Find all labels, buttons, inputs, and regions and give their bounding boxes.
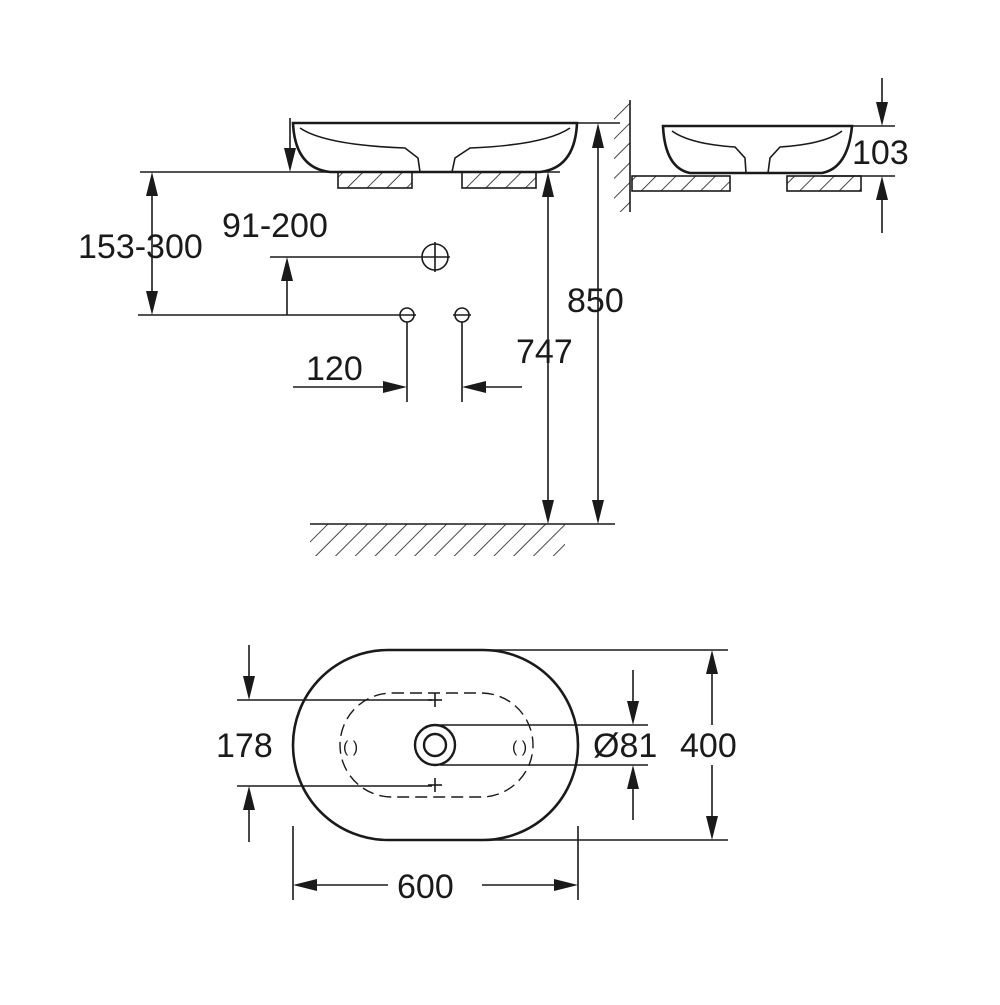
- fixing-mark-left: ( ): [343, 739, 358, 756]
- floor-hatch: [310, 524, 565, 556]
- top-view: ( ) ( ) 178 Ø81 400 600: [216, 645, 737, 906]
- dim-height-to-support: 747: [516, 333, 573, 371]
- basin-profile: [291, 121, 579, 174]
- dim-basin-height: 103: [852, 134, 909, 172]
- dim-basin-width: 600: [397, 868, 454, 906]
- dim-waste-diameter: Ø81: [593, 727, 657, 765]
- side-basin-profile: [661, 124, 854, 175]
- drain-inner: [422, 732, 448, 758]
- side-support-slab: [631, 175, 731, 192]
- dim-total-height: 850: [567, 282, 624, 320]
- supply-valve-right: [453, 307, 471, 323]
- dim-waste-hole-offset: 178: [216, 727, 273, 765]
- drain-outer: [413, 723, 457, 767]
- dim-basin-depth: 400: [680, 727, 737, 765]
- basin-inner-dashed: [339, 692, 534, 798]
- fixing-mark-right: ( ): [512, 739, 527, 756]
- support-bracket-right: [461, 171, 537, 189]
- waste-outlet-symbol: [420, 242, 450, 272]
- basin-inner-profile: [299, 127, 571, 173]
- dim-waste-spacing: 120: [306, 350, 363, 388]
- dim-waste-height-range: 91-200: [222, 207, 328, 245]
- basin-outline-top: [291, 648, 580, 842]
- wall-hatch: [614, 100, 630, 212]
- dim-wall-to-waste-range: 153-300: [78, 228, 203, 266]
- support-bracket-left: [337, 171, 413, 189]
- side-view: 103: [614, 78, 909, 233]
- supply-valve-left: [398, 307, 416, 323]
- side-support-slab-right: [786, 175, 862, 192]
- side-elevation-view: 153-300 91-200 120 747 850: [78, 118, 624, 556]
- overflow-mark-bottom: [428, 778, 442, 792]
